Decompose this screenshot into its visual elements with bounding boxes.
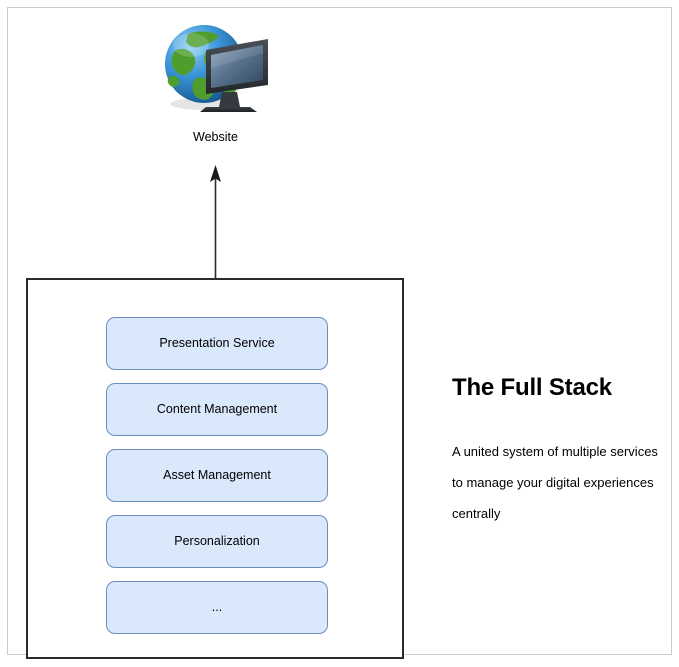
full-stack-container: Presentation Service Content Management … — [26, 278, 404, 659]
service-label: Presentation Service — [159, 336, 275, 350]
description-panel: The Full Stack A united system of multip… — [452, 374, 662, 529]
website-label: Website — [193, 130, 238, 144]
globe-monitor-icon — [158, 20, 273, 116]
page-frame: Website Presentation Service Content Man… — [7, 7, 672, 659]
service-label: Asset Management — [163, 468, 271, 482]
service-list: Presentation Service Content Management … — [106, 317, 328, 634]
up-arrow-icon — [198, 160, 234, 286]
service-label: ... — [211, 600, 223, 614]
service-label: Personalization — [174, 534, 260, 548]
service-label: Content Management — [156, 402, 278, 416]
website-node: Website — [158, 20, 273, 145]
panel-body-text: A united system of multiple services to … — [452, 444, 658, 521]
service-box-presentation-service[interactable]: Presentation Service — [106, 317, 328, 370]
service-box-personalization[interactable]: Personalization — [106, 515, 328, 568]
service-box-content-management[interactable]: Content Management — [106, 383, 328, 436]
service-box-asset-management[interactable]: Asset Management — [106, 449, 328, 502]
panel-heading: The Full Stack — [452, 374, 612, 401]
service-box-more[interactable]: ... — [106, 581, 328, 634]
